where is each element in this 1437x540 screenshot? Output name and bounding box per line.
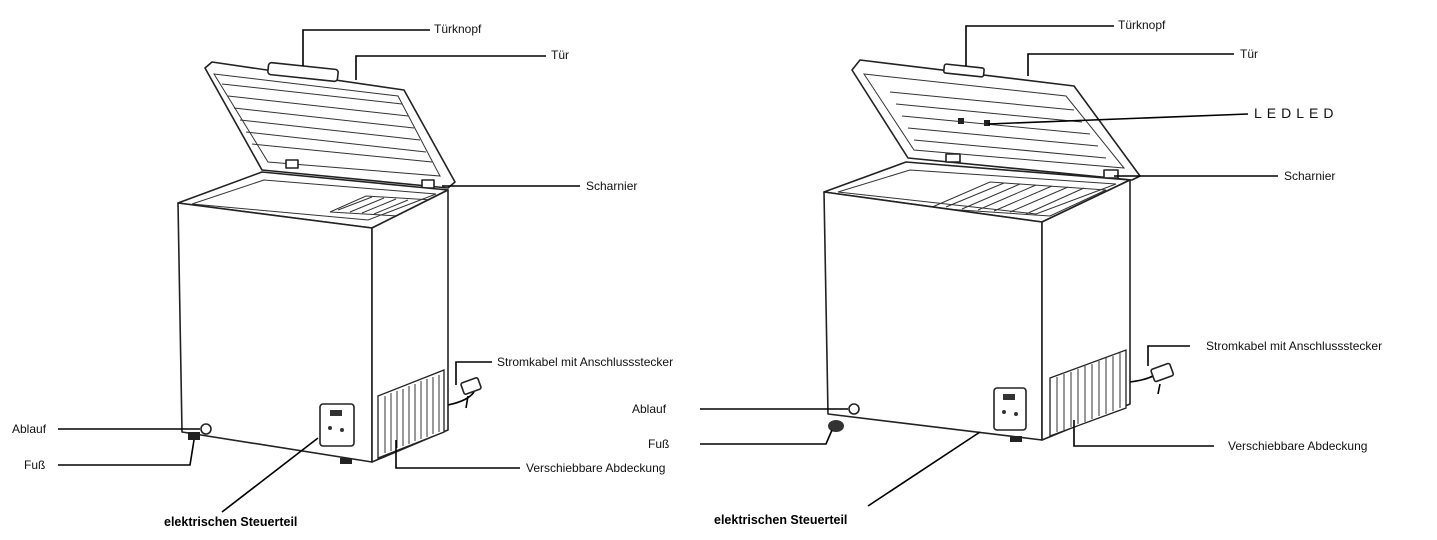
right-led-a (958, 118, 964, 124)
left-hinge-b (421, 179, 435, 189)
right-label-ablauf: Ablauf (632, 402, 667, 416)
right-leader-lines (700, 25, 1278, 507)
right-led-b (984, 120, 990, 126)
right-label-scharnier: Scharnier (1284, 169, 1335, 183)
right-label-tuer: Tür (1240, 47, 1258, 61)
left-label-steuerteil: elektrischen Steuerteil (164, 515, 297, 529)
left-label-tuerknopf: Türknopf (434, 22, 482, 36)
left-power-cable (447, 391, 475, 406)
right-basket (929, 181, 1107, 217)
left-label-abdeckung: Verschiebbare Abdeckung (526, 461, 665, 475)
right-label-fuss: Fuß (648, 437, 669, 451)
left-door-handle (267, 61, 339, 83)
right-vent-grille (1049, 349, 1127, 437)
left-plug (460, 377, 482, 395)
left-foot (188, 432, 200, 440)
left-label-scharnier: Scharnier (586, 179, 637, 193)
right-control-panel (993, 387, 1027, 431)
left-label-tuer: Tür (551, 48, 569, 62)
left-labels: Türknopf Tür Scharnier Stromkabel mit An… (12, 22, 673, 529)
right-door-handle (942, 63, 985, 78)
left-lid-liner-ribs (221, 83, 433, 163)
left-label-ablauf: Ablauf (12, 422, 47, 436)
left-label-stromkabel: Stromkabel mit Anschlussstecker (497, 355, 673, 369)
right-hinge-a (945, 153, 961, 163)
right-drain (848, 403, 860, 415)
left-leader-lines (58, 29, 580, 513)
right-label-led: LEDLED (1254, 105, 1338, 121)
left-lid (204, 61, 456, 189)
right-label-abdeckung: Verschiebbare Abdeckung (1228, 439, 1367, 453)
right-freezer (823, 59, 1175, 442)
right-label-tuerknopf: Türknopf (1118, 18, 1166, 32)
right-lid-liner-ribs (889, 91, 1107, 159)
left-drain (200, 423, 212, 435)
left-control-display (330, 410, 342, 416)
right-label-stromkabel: Stromkabel mit Anschlussstecker (1206, 339, 1382, 353)
right-foot (828, 420, 844, 432)
left-hinge-a (285, 159, 299, 169)
right-label-steuerteil: elektrischen Steuerteil (714, 513, 847, 527)
left-vent-grille (377, 369, 445, 459)
left-control-panel (319, 403, 355, 447)
right-lid (851, 59, 1141, 181)
left-freezer (177, 61, 482, 464)
left-label-fuss: Fuß (24, 458, 45, 472)
right-control-display (1003, 394, 1015, 400)
right-labels: Türknopf Tür LEDLED Scharnier Stromkabel… (632, 18, 1382, 527)
right-plug (1150, 362, 1175, 383)
